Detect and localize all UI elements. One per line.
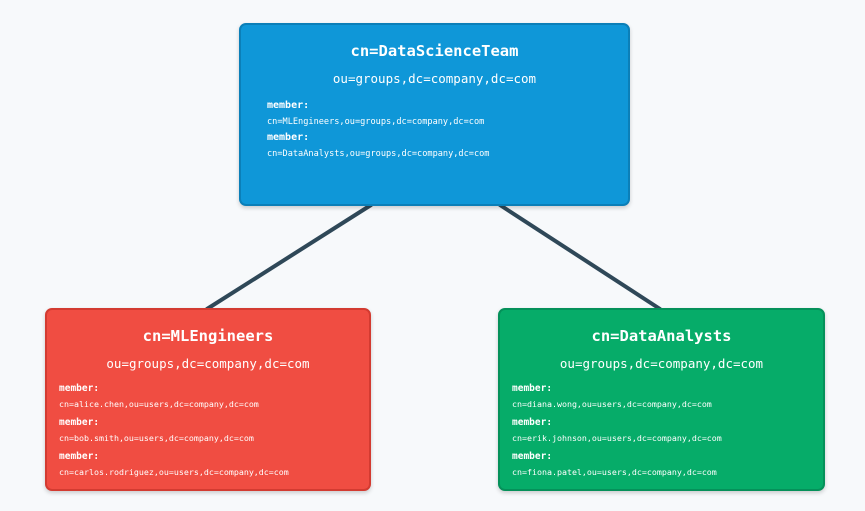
node-title: cn=MLEngineers — [142, 327, 274, 345]
node-title: cn=DataScienceTeam — [350, 42, 519, 60]
member-label: member: — [59, 451, 100, 462]
member-value: cn=carlos.rodriguez,ou=users,dc=company,… — [59, 467, 289, 477]
member-label: member: — [59, 383, 100, 394]
member-value: cn=fiona.patel,ou=users,dc=company,dc=co… — [512, 467, 717, 477]
node-data-analysts[interactable]: cn=DataAnalysts ou=groups,dc=company,dc=… — [498, 308, 825, 491]
connector-root-to-ml-engineers — [205, 203, 373, 311]
member-label: member: — [267, 100, 310, 111]
member-label: member: — [512, 383, 553, 394]
node-title: cn=DataAnalysts — [591, 327, 732, 345]
member-label: member: — [512, 417, 553, 428]
connector-root-to-data-analysts — [498, 203, 662, 311]
member-value: cn=erik.johnson,ou=users,dc=company,dc=c… — [512, 433, 722, 443]
member-value: cn=MLEngineers,ou=groups,dc=company,dc=c… — [267, 117, 485, 127]
member-value: cn=diana.wong,ou=users,dc=company,dc=com — [512, 399, 712, 409]
member-label: member: — [267, 132, 310, 143]
member-value: cn=DataAnalysts,ou=groups,dc=company,dc=… — [267, 149, 490, 159]
member-list: member: cn=diana.wong,ou=users,dc=compan… — [512, 383, 722, 485]
node-subtitle: ou=groups,dc=company,dc=com — [332, 71, 537, 86]
node-data-science-team[interactable]: cn=DataScienceTeam ou=groups,dc=company,… — [239, 23, 630, 206]
node-subtitle: ou=groups,dc=company,dc=com — [559, 356, 764, 371]
member-value: cn=bob.smith,ou=users,dc=company,dc=com — [59, 433, 254, 443]
member-label: member: — [512, 451, 553, 462]
member-list: member: cn=MLEngineers,ou=groups,dc=comp… — [267, 99, 489, 163]
member-value: cn=alice.chen,ou=users,dc=company,dc=com — [59, 399, 259, 409]
member-label: member: — [59, 417, 100, 428]
node-ml-engineers[interactable]: cn=MLEngineers ou=groups,dc=company,dc=c… — [45, 308, 371, 491]
member-list: member: cn=alice.chen,ou=users,dc=compan… — [59, 383, 289, 485]
node-subtitle: ou=groups,dc=company,dc=com — [106, 356, 310, 371]
